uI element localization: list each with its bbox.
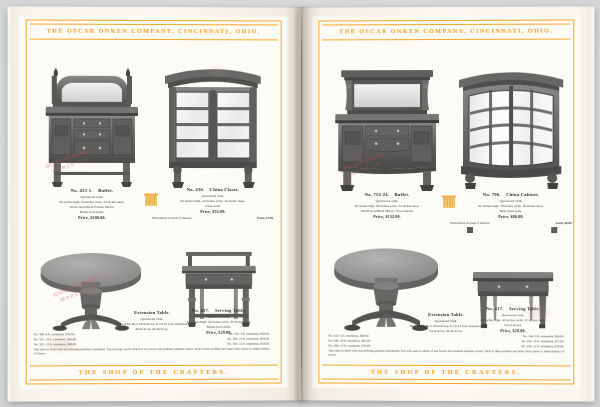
right-item-buffet: DISCONTINUED MARCH 1st No. 753-24. Buffe… xyxy=(326,58,448,219)
left-buffet-caption: No. 433-1. Buffet. Quartered Oak. 64 inc… xyxy=(28,188,156,222)
left-item-china-closet: No. 436. China Closet. Quartered Oak. 64… xyxy=(152,52,274,220)
left-china-closet-name: China Closet. xyxy=(209,187,240,193)
right-serving-table-caption: No. 417. Serving Table. Quartered Oak. 4… xyxy=(454,306,572,335)
right-item-extension-table: Extension Table. Quartered Oak. Made wit… xyxy=(326,220,564,357)
right-buffet-name: Buffet. xyxy=(394,192,410,198)
left-item-buffet: DISCONTINUED MARCH 1st No. 433-1. Buffet… xyxy=(34,60,150,220)
corner-tack-icon xyxy=(551,227,558,234)
right-china-cabinet-illustration xyxy=(452,56,570,196)
left-china-closet-illustration xyxy=(154,52,272,192)
crafters-emblem-icon xyxy=(143,193,158,207)
left-header-text: THE OSCAR ONKEN COMPANY, CINCINNATI, OHI… xyxy=(46,28,261,36)
price-row-right: No. 626. 12 ft. extension, $78.00. xyxy=(521,344,565,349)
right-footer-text: THE SHOP OF THE CRAFTERS. xyxy=(370,369,522,376)
price-row-right: No. 505. 12 ft. extension, $54.00. xyxy=(227,341,270,346)
left-buffet-price: Price, $100.00. xyxy=(78,215,106,221)
right-china-cabinet-name: China Cabinet. xyxy=(506,191,540,197)
right-item-serving-table: No. 417. Serving Table. Quartered Oak. 4… xyxy=(460,226,566,333)
corner-tack-icon xyxy=(466,226,473,233)
right-page: THE OSCAR ONKEN COMPANY, CINCINNATI, OHI… xyxy=(312,15,581,389)
left-china-closet-caption: No. 436. China Closet. Quartered Oak. 64… xyxy=(148,187,278,221)
left-china-closet-number: No. 436. xyxy=(186,187,205,193)
right-china-cabinet-extra-price: Each, $8.00. xyxy=(555,220,573,225)
right-extension-table-price-rows: No. 623. 6 ft. extension, $68.00. No. 64… xyxy=(324,334,568,349)
left-serving-table-price: Price, $29.00. xyxy=(206,329,232,336)
right-page-footer: THE SHOP OF THE CRAFTERS. xyxy=(322,364,571,381)
left-page-grid: DISCONTINUED MARCH 1st No. 433-1. Buffet… xyxy=(32,42,276,363)
left-page: THE OSCAR ONKEN COMPANY, CINCINNATI, OHI… xyxy=(19,15,288,389)
left-item-extension-table: DISCONTINUED MARCH 1st Extension Table. … xyxy=(32,222,270,355)
left-buffet-number: No. 433-1. xyxy=(70,187,93,193)
left-serving-table-name: Serving Table. xyxy=(214,307,246,313)
left-item-serving-table: No. 417. Serving Table. Quartered Oak. 4… xyxy=(164,220,274,335)
left-buffet-name: Buffet. xyxy=(98,187,114,193)
left-extension-table-illustration xyxy=(32,222,150,332)
crafters-emblem-icon xyxy=(442,195,456,209)
right-page-header: THE OSCAR ONKEN COMPANY, CINCINNATI, OHI… xyxy=(322,23,571,41)
right-serving-table-number: No. 417. xyxy=(485,306,504,312)
right-china-cabinet-extra: Plain mirror in back of shelves. xyxy=(449,220,491,225)
right-china-cabinet-number: No. 796. xyxy=(482,191,501,197)
left-serving-table-number: No. 417. xyxy=(191,307,210,313)
right-buffet-caption: No. 753-24. Buffet. Quartered Oak. 66 in… xyxy=(320,192,454,221)
right-extension-table-illustration xyxy=(326,220,446,332)
right-buffet-illustration xyxy=(326,58,448,194)
right-header-text: THE OSCAR ONKEN COMPANY, CINCINNATI, OHI… xyxy=(339,28,554,36)
right-china-cabinet-caption: No. 796. China Cabinet. Quartered Oak. 6… xyxy=(446,192,576,226)
left-page-header: THE OSCAR ONKEN COMPANY, CINCINNATI, OHI… xyxy=(29,23,278,41)
open-book: THE OSCAR ONKEN COMPANY, CINCINNATI, OHI… xyxy=(7,6,595,402)
book-spine-line xyxy=(301,11,302,397)
right-extension-table-note: This table is fitted with non-dividing p… xyxy=(328,348,565,357)
right-leaf: THE OSCAR ONKEN COMPANY, CINCINNATI, OHI… xyxy=(298,6,595,402)
left-serving-table-caption: No. 417. Serving Table. Quartered Oak. 4… xyxy=(158,308,280,337)
price-row-left: No. 646. 12 ft. extension, $70.00. xyxy=(328,343,371,348)
right-serving-table-price: Price, $28.00. xyxy=(500,328,526,334)
right-item-china-cabinet: No. 796. China Cabinet. Quartered Oak. 6… xyxy=(450,56,572,225)
left-leaf: THE OSCAR ONKEN COMPANY, CINCINNATI, OHI… xyxy=(7,6,304,402)
right-page-grid: DISCONTINUED MARCH 1st No. 753-24. Buffe… xyxy=(324,42,572,363)
left-footer-text: THE SHOP OF THE CRAFTERS. xyxy=(78,369,230,376)
left-page-footer: THE SHOP OF THE CRAFTERS. xyxy=(29,364,278,381)
left-serving-table-illustration xyxy=(164,220,274,330)
right-serving-table-illustration xyxy=(460,228,566,332)
right-buffet-number: No. 753-24. xyxy=(364,192,390,198)
left-buffet-illustration xyxy=(34,60,150,190)
